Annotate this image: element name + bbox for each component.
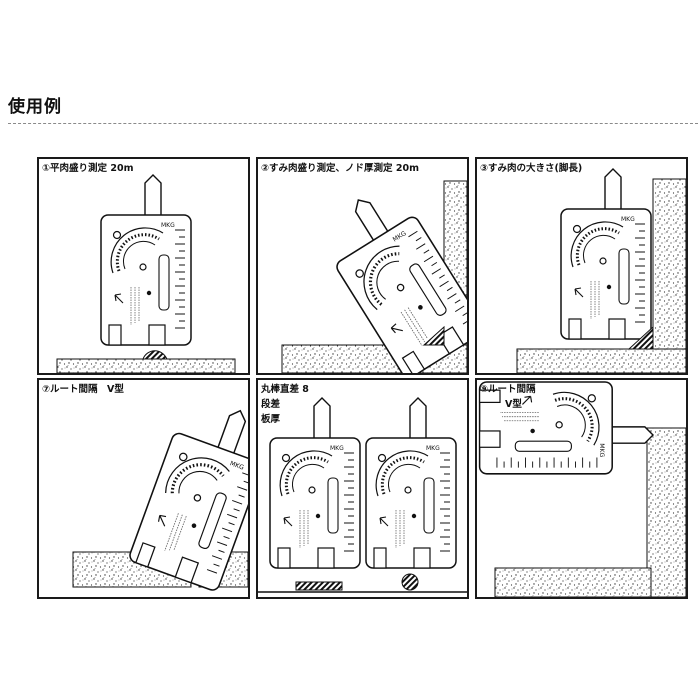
panel-2-illustration — [281, 177, 467, 373]
panel-5-illustration — [258, 396, 467, 593]
usage-panel-3: ③すみ肉の大きさ(脚長) — [475, 157, 688, 375]
panel-5-caption-line-2: 段差 — [261, 399, 281, 410]
weld-gauge — [559, 167, 653, 341]
weld-gauge — [99, 173, 193, 347]
panel-6-illustration — [478, 380, 686, 597]
panel-2-caption: ②すみ肉盛り測定、ノド厚測定 20m — [261, 163, 419, 174]
panel-6-caption-line-2: V型 — [505, 399, 522, 410]
panel-4-caption: ⑦ルート間隔 V型 — [42, 384, 124, 395]
panel-4-illustration — [72, 390, 248, 594]
usage-panel-6: ⑨ルート間隔 V型 — [475, 378, 688, 599]
panel-5-caption-line-1: 丸棒直差 8 — [261, 384, 309, 395]
weld-gauge-right — [364, 396, 458, 570]
panel-3-illustration — [516, 167, 686, 373]
title-divider — [8, 123, 698, 124]
usage-panel-1: ①平肉盛り測定 20m — [37, 157, 250, 375]
panel-1-caption: ①平肉盛り測定 20m — [42, 163, 134, 174]
panel-5-caption-line-3: 板厚 — [261, 414, 281, 425]
weld-gauge-left — [268, 396, 362, 570]
usage-panel-5: 丸棒直差 8 段差 板厚 — [256, 378, 469, 599]
panel-6-caption-line-1: ⑨ルート間隔 — [480, 384, 536, 395]
section-title: 使用例 — [8, 97, 62, 117]
usage-panel-4: ⑦ルート間隔 V型 — [37, 378, 250, 599]
panel-3-caption: ③すみ肉の大きさ(脚長) — [480, 163, 583, 174]
panel-1-illustration — [56, 173, 236, 373]
usage-panel-2: ②すみ肉盛り測定、ノド厚測定 20m — [256, 157, 469, 375]
